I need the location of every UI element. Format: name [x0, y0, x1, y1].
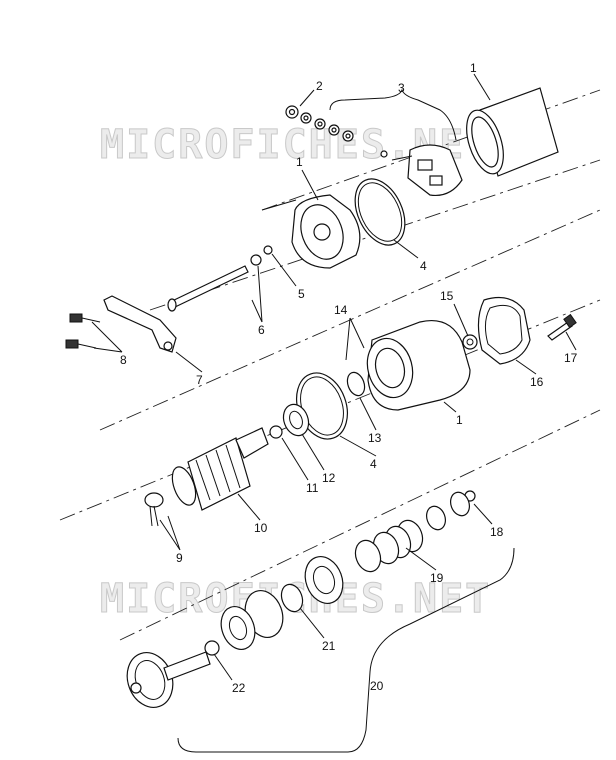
callout-5: 5: [298, 287, 305, 301]
callout-14: 14: [334, 303, 348, 317]
bracket-bolts: [65, 313, 101, 349]
callout-13: 13: [368, 431, 382, 445]
callout-7: 7: [196, 373, 203, 387]
callout-3: 3: [398, 81, 405, 95]
callout-15: 15: [440, 289, 454, 303]
pinion-gear: [126, 651, 211, 708]
callout-1c: 1: [456, 413, 463, 427]
callout-1b: 1: [296, 155, 303, 169]
callout-6: 6: [258, 323, 265, 337]
bearing: [282, 403, 310, 437]
armature: [171, 427, 269, 511]
callout-12: 12: [322, 471, 336, 485]
front-housing: [366, 320, 471, 411]
callout-22: 22: [232, 681, 246, 695]
drive-assembly: [204, 490, 476, 656]
brush-holder: [391, 144, 463, 197]
snap-ring: [269, 425, 283, 439]
callout-17: 17: [564, 351, 578, 365]
leader-lines: [91, 73, 577, 681]
washer-set: [285, 105, 388, 158]
cover-gasket: [477, 297, 531, 365]
small-o-ring: [346, 371, 366, 397]
through-bolt: [167, 254, 262, 312]
callout-8: 8: [120, 353, 127, 367]
callout-16: 16: [530, 375, 544, 389]
carbon-brush: [144, 492, 164, 527]
callout-19: 19: [430, 571, 444, 585]
callout-10: 10: [254, 521, 268, 535]
callout-9: 9: [176, 551, 183, 565]
callout-4a: 4: [420, 259, 427, 273]
axis-lines: [59, 89, 601, 641]
callout-18: 18: [490, 525, 504, 539]
callout-1a: 1: [470, 61, 477, 75]
callout-20: 20: [370, 679, 384, 693]
watermark-bottom: MICROFICHES.NET: [100, 576, 491, 622]
mounting-bracket: [103, 295, 177, 353]
rear-end-cover: [261, 194, 361, 269]
callout-2: 2: [316, 79, 323, 93]
bracket-3: [329, 88, 457, 141]
seal-washer: [462, 334, 478, 350]
yoke-housing-top: [466, 87, 559, 177]
callout-11: 11: [306, 481, 319, 495]
callout-21: 21: [322, 639, 336, 653]
small-ring: [263, 245, 273, 255]
bracket-20: [177, 547, 515, 753]
callout-numbers: 1 2 3 1 4 5 6 7 8 15 14 17 16 1 13 4 12 …: [120, 61, 578, 695]
callout-4b: 4: [370, 457, 377, 471]
